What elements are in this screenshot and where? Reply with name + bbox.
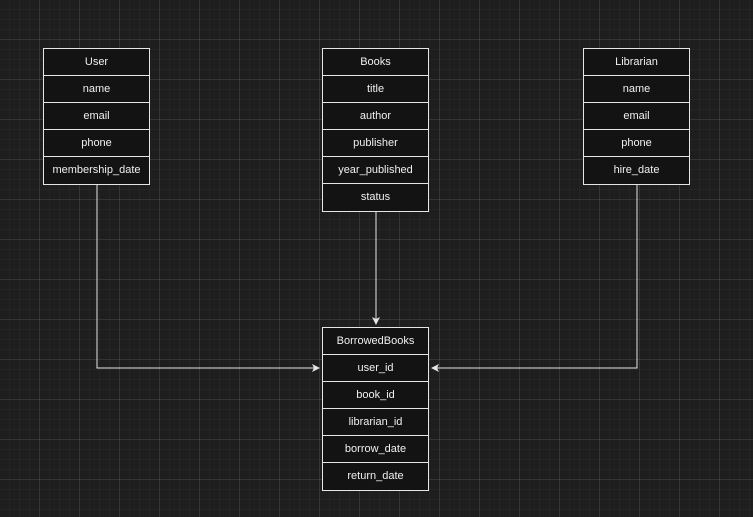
entity-field-librarian-id[interactable]: librarian_id <box>323 409 428 436</box>
entity-field-publisher[interactable]: publisher <box>323 130 428 157</box>
entity-field-status[interactable]: status <box>360 191 391 203</box>
entity-field-phone[interactable]: phone <box>584 130 689 157</box>
entity-field-title[interactable]: title <box>323 76 428 103</box>
connector-librarian-to-borrowedbooks[interactable] <box>431 184 638 372</box>
entity-field-user-id[interactable]: user_id <box>323 355 428 382</box>
entity-field-name[interactable]: name <box>584 76 689 103</box>
entity-field-phone[interactable]: phone <box>44 130 149 157</box>
entity-field-borrow-date[interactable]: borrow_date <box>323 436 428 463</box>
entity-title[interactable]: BorrowedBooks <box>323 328 428 355</box>
entity-borrowed-books[interactable]: BorrowedBooks user_id book_id librarian_… <box>322 327 429 491</box>
entity-field-return-date[interactable]: return_date <box>347 470 404 482</box>
entity-title[interactable]: Books <box>323 49 428 76</box>
connector-user-to-borrowedbooks[interactable] <box>96 184 320 372</box>
entity-librarian[interactable]: Librarian name email phone hire_date <box>583 48 690 185</box>
entity-field-author[interactable]: author <box>323 103 428 130</box>
entity-field-email[interactable]: email <box>584 103 689 130</box>
entity-books[interactable]: Books title author publisher year_publis… <box>322 48 429 212</box>
entity-field-year-published[interactable]: year_published <box>323 157 428 184</box>
entity-title[interactable]: User <box>44 49 149 76</box>
entity-title[interactable]: Librarian <box>584 49 689 76</box>
entity-field-name[interactable]: name <box>44 76 149 103</box>
entity-field-email[interactable]: email <box>44 103 149 130</box>
entity-field-membership-date[interactable]: membership_date <box>52 164 141 176</box>
entity-field-book-id[interactable]: book_id <box>323 382 428 409</box>
entity-field-hire-date[interactable]: hire_date <box>613 164 660 176</box>
entity-user[interactable]: User name email phone membership_date <box>43 48 150 185</box>
